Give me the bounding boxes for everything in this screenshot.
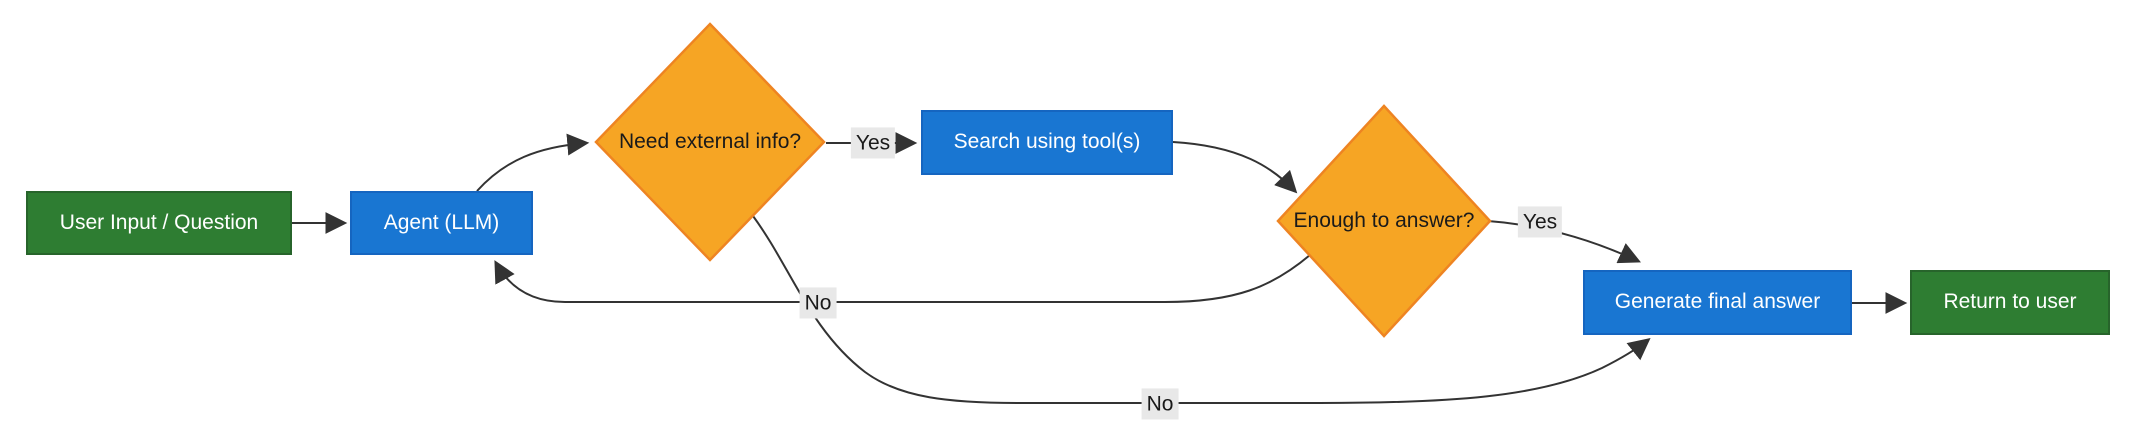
edge-needinfo-no-to-generate (752, 215, 1651, 404)
node-enough-to-answer: Enough to answer? (1276, 104, 1492, 338)
node-return-to-user-label: Return to user (1943, 290, 2077, 314)
node-generate-final-answer: Generate final answer (1583, 270, 1852, 335)
node-agent-llm: Agent (LLM) (350, 191, 533, 255)
edge-label-needinfo-yes: Yes (850, 127, 896, 159)
node-return-to-user: Return to user (1910, 270, 2110, 335)
edge-label-needinfo-no: No (1141, 388, 1179, 420)
node-search-using-tools: Search using tool(s) (921, 110, 1173, 175)
edge-label-enough-no: No (799, 287, 837, 319)
node-need-external-info: Need external info? (594, 22, 826, 262)
edge-enough-yes-to-generate (1487, 220, 1641, 264)
node-user-input: User Input / Question (26, 191, 292, 255)
node-agent-llm-label: Agent (LLM) (383, 210, 500, 234)
edge-search-to-enough (1172, 141, 1298, 194)
edge-label-enough-yes: Yes (1517, 206, 1563, 238)
edge-enough-no-to-agent (494, 254, 1311, 303)
node-need-external-info-label: Need external info? (618, 129, 802, 153)
node-generate-final-answer-label: Generate final answer (1614, 290, 1821, 314)
edge-agent-to-needinfo (476, 133, 590, 192)
enough-to-answer-diamond-shape (1276, 104, 1492, 338)
node-enough-to-answer-label: Enough to answer? (1293, 208, 1475, 232)
node-user-input-label: User Input / Question (59, 210, 259, 234)
node-search-using-tools-label: Search using tool(s) (953, 130, 1141, 154)
need-external-info-diamond-shape (594, 22, 826, 262)
